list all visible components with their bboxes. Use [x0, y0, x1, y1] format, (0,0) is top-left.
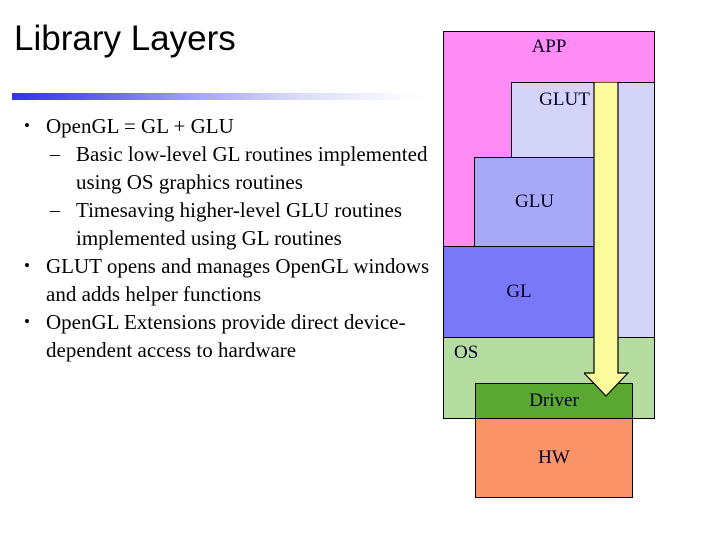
diagram-layer-glu: GLU	[474, 157, 595, 247]
page-title: Library Layers	[14, 19, 236, 58]
list-item-text: OpenGL Extensions provide direct device-…	[46, 310, 406, 362]
diagram-layer-driver-label: Driver	[529, 390, 579, 411]
diagram-layer-os-label: OS	[454, 342, 479, 363]
bullet-list: • OpenGL = GL + GLU – Basic low-level GL…	[10, 112, 430, 364]
list-item: • OpenGL = GL + GLU	[10, 112, 430, 140]
list-item-text: Basic low-level GL routines implemented …	[76, 142, 428, 194]
list-item-text: OpenGL = GL + GLU	[46, 114, 234, 138]
list-item-text: GLUT opens and manages OpenGL windows an…	[46, 254, 430, 306]
list-item: • GLUT opens and manages OpenGL windows …	[10, 252, 430, 308]
bullet-marker-icon: •	[24, 116, 30, 135]
bullet-marker-icon: •	[24, 256, 30, 275]
diagram-layer-gl-label: GL	[506, 281, 532, 302]
diagram-layer-glut-label: GLUT	[539, 89, 590, 110]
diagram-layer-app-label: APP	[531, 36, 567, 57]
diagram-layer-ext-label: EXT	[596, 191, 617, 229]
list-item: – Timesaving higher-level GLU routines i…	[10, 196, 430, 252]
diagram-layer-driver: Driver	[475, 383, 633, 419]
list-item: – Basic low-level GL routines implemente…	[10, 140, 430, 196]
diagram-layer-gl: GL	[443, 246, 595, 338]
list-item-text: Timesaving higher-level GLU routines imp…	[76, 198, 403, 250]
diagram-layer-hw-label: HW	[538, 447, 570, 468]
diagram-layer-ext: EXT	[594, 82, 618, 338]
dash-marker-icon: –	[50, 143, 60, 165]
list-item: • OpenGL Extensions provide direct devic…	[10, 308, 430, 364]
bullet-marker-icon: •	[24, 312, 30, 331]
dash-marker-icon: –	[50, 199, 60, 221]
diagram-layer-extension-column	[617, 82, 655, 338]
title-underline-rule	[12, 93, 426, 100]
diagram-layer-hw: HW	[475, 418, 633, 498]
diagram-layer-glu-label: GLU	[514, 191, 555, 212]
